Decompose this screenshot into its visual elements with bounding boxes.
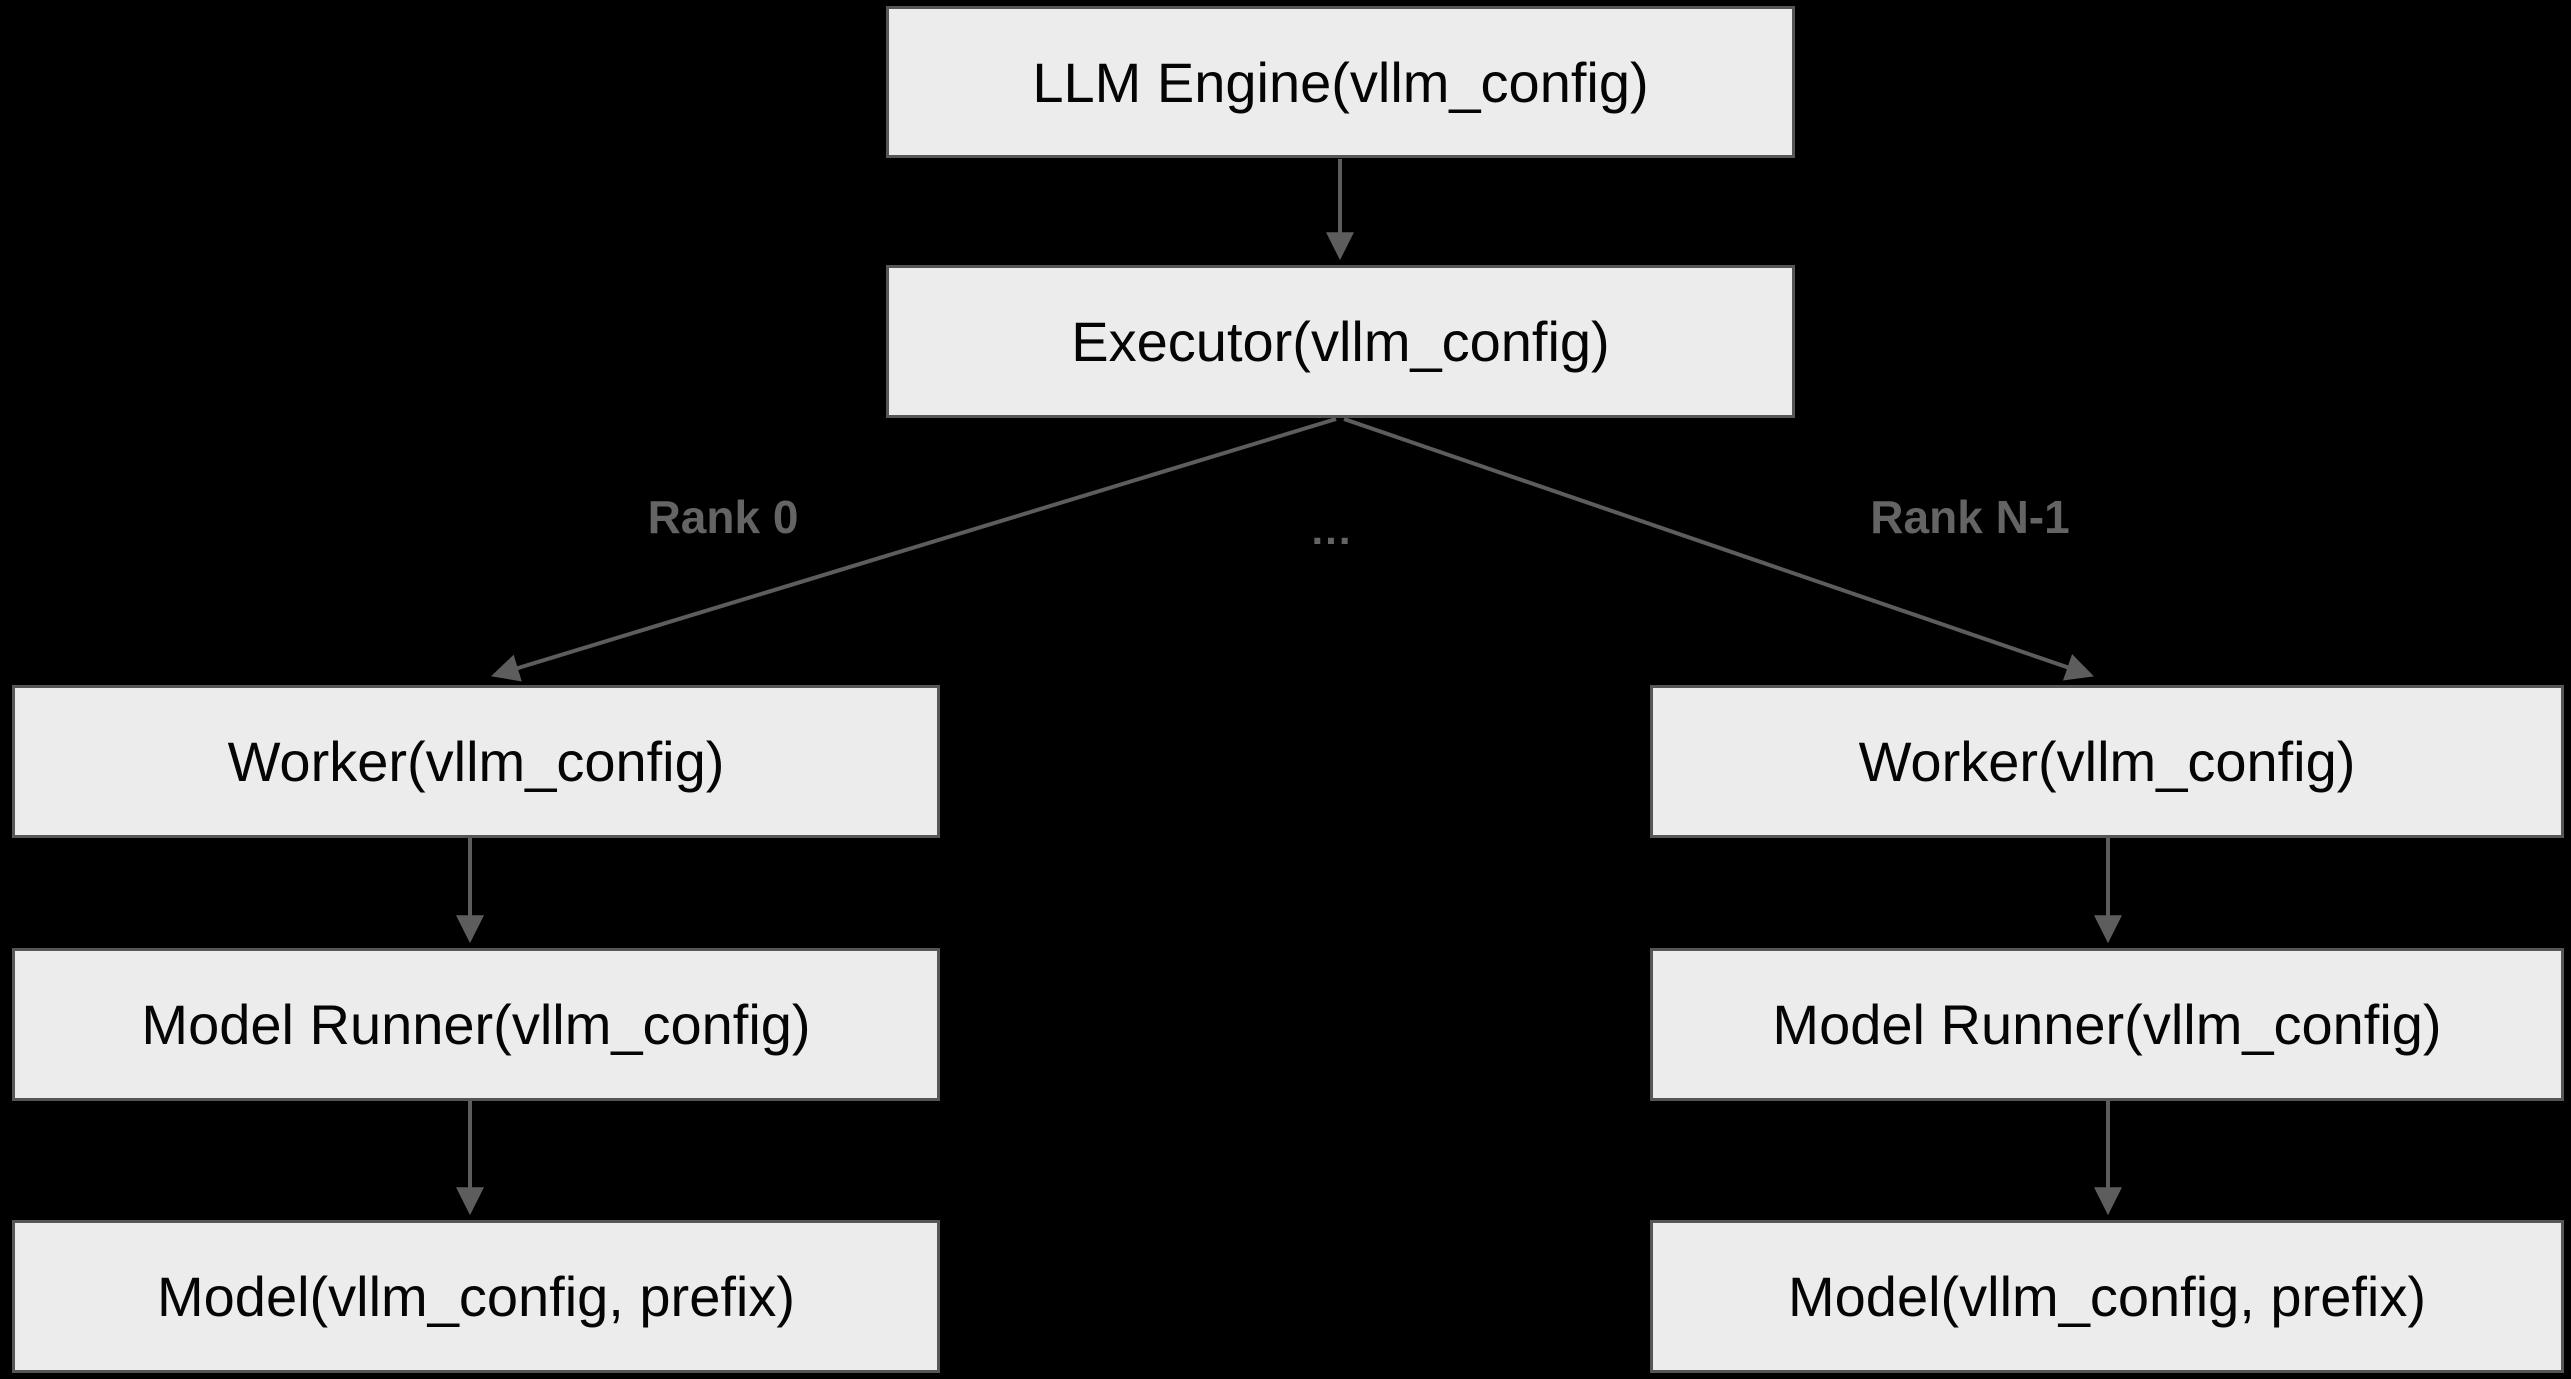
node-model-rank0-label: Model(vllm_config, prefix) xyxy=(157,1265,795,1328)
node-executor-label: Executor(vllm_config) xyxy=(1071,310,1610,373)
node-model-runner-rank0: Model Runner(vllm_config) xyxy=(12,948,940,1101)
node-model-rank-n-1-label: Model(vllm_config, prefix) xyxy=(1788,1265,2426,1328)
edge-label-rank-n-1-text: Rank N-1 xyxy=(1870,491,2070,543)
node-llm-engine: LLM Engine(vllm_config) xyxy=(886,6,1795,158)
node-worker-rank-n-1-label: Worker(vllm_config) xyxy=(1858,730,2356,793)
edge-label-rank-n-1: Rank N-1 xyxy=(1870,490,2069,544)
node-model-runner-rank0-label: Model Runner(vllm_config) xyxy=(141,993,811,1056)
node-llm-engine-label: LLM Engine(vllm_config) xyxy=(1032,50,1649,114)
node-model-runner-rank-n-1-label: Model Runner(vllm_config) xyxy=(1772,993,2442,1056)
edge-executor-to-worker-right xyxy=(1343,417,2094,681)
edge-label-rank-0-text: Rank 0 xyxy=(647,491,799,543)
edge-label-ellipsis-text: ... xyxy=(1311,506,1353,553)
node-model-rank-n-1: Model(vllm_config, prefix) xyxy=(1650,1220,2564,1373)
node-model-runner-rank-n-1: Model Runner(vllm_config) xyxy=(1650,948,2564,1101)
node-executor: Executor(vllm_config) xyxy=(886,265,1795,418)
edge-label-rank-0: Rank 0 xyxy=(648,490,799,544)
node-worker-rank0-label: Worker(vllm_config) xyxy=(227,730,725,793)
node-worker-rank-n-1: Worker(vllm_config) xyxy=(1650,685,2564,838)
node-model-rank0: Model(vllm_config, prefix) xyxy=(12,1220,940,1373)
edge-label-ellipsis: ... xyxy=(1311,506,1352,554)
edge-executor-to-worker-left xyxy=(490,417,1337,682)
node-worker-rank0: Worker(vllm_config) xyxy=(12,685,940,838)
